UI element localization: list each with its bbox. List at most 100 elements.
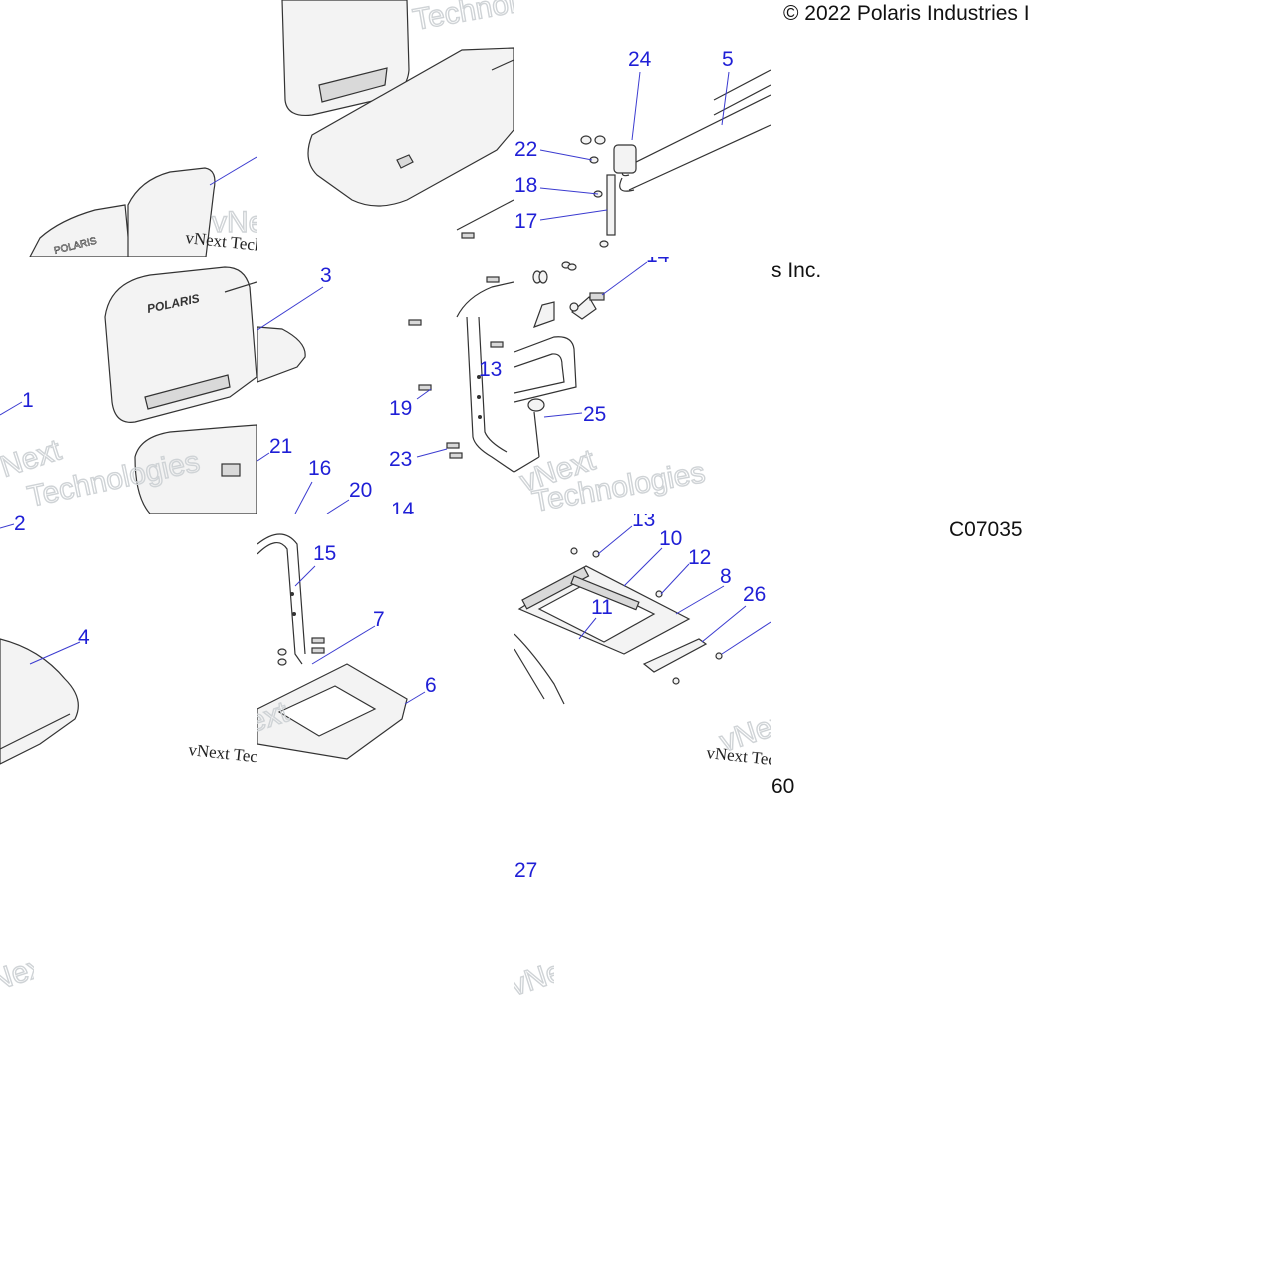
callout-7: 7 [311, 608, 385, 665]
hinge-bracket [533, 301, 555, 328]
callout-14: 14 [601, 257, 670, 296]
svg-text:25: 25 [583, 403, 606, 426]
callout-27: 27 [514, 859, 537, 882]
copyright-fragment: s Inc. [771, 259, 821, 282]
tile-slide-rail: 13 10 12 8 11 26 [514, 514, 771, 771]
slide-rail-upper [570, 575, 640, 611]
tile-seat-cushion: 4 2 vNext Technologies [0, 514, 257, 771]
watermark-vnext: vNext [0, 947, 34, 1002]
tile-right-lower: C07035 60 [771, 514, 1028, 771]
watermark-vnext: vNext [212, 206, 257, 239]
watermark-vnext: vNext [514, 947, 554, 1002]
callout-12: 12 [660, 546, 711, 595]
callout-2-lower: 2 [0, 514, 26, 535]
svg-text:1: 1 [22, 389, 34, 412]
callout-10: 10 [623, 527, 682, 587]
callout-8: 8 [675, 565, 732, 615]
tile-bracket: vNext Technologies 14 25 [514, 257, 771, 514]
mount-bracket [571, 296, 597, 320]
watermark-tech: Technologies [410, 0, 514, 37]
frame-tube-lower [619, 124, 771, 192]
callout-1: 1 [0, 389, 34, 416]
callout-20: 20 [326, 479, 372, 514]
svg-text:27: 27 [514, 859, 537, 882]
svg-text:26: 26 [743, 583, 766, 606]
callout-25: 25 [543, 403, 606, 426]
svg-text:4: 4 [78, 626, 90, 649]
callout-13: 13 [479, 358, 502, 381]
svg-text:11: 11 [591, 596, 613, 619]
seat-back-left [29, 204, 131, 257]
seat-cushion [134, 424, 257, 514]
seat-back-panel [318, 67, 388, 103]
callout-23: 23 [389, 448, 448, 471]
diagram-code: C07035 [949, 518, 1023, 541]
callout-5: 5 [721, 48, 734, 126]
callout-13-lower: 13 [597, 514, 655, 555]
callout-22: 22 [514, 138, 593, 161]
svg-text:17: 17 [514, 210, 537, 233]
callout-18: 18 [514, 174, 599, 197]
callout-11: 11 [578, 596, 613, 640]
gas-strut [606, 174, 616, 236]
svg-text:2: 2 [14, 514, 26, 535]
seat-back-right [127, 167, 216, 257]
svg-text:6: 6 [425, 674, 437, 697]
svg-text:20: 20 [349, 479, 372, 502]
base-plate-opening [277, 685, 377, 737]
callout-2: 2 [14, 512, 26, 514]
slide-plate-opening [537, 581, 656, 643]
callout-16: 16 [294, 457, 331, 514]
callout-3: 3 [257, 264, 332, 331]
svg-text:12: 12 [688, 546, 711, 569]
svg-text:15: 15 [313, 542, 336, 565]
callout-26: 26 [701, 583, 766, 643]
tile-fragment-60: 60 [771, 771, 811, 801]
svg-text:24: 24 [628, 48, 652, 71]
tile-frame-top: 24 5 22 18 17 [514, 0, 771, 257]
svg-text:7: 7 [373, 608, 385, 631]
tile-header: © 2022 Polaris Industries Inc. [771, 0, 1028, 257]
callout-19: 19 [389, 388, 432, 420]
tile-frame-mid: 3 13 19 21 23 16 20 [257, 257, 514, 514]
bolt [461, 232, 475, 239]
tile-fragment-left: vNext [0, 771, 34, 1028]
cushion-tab [221, 463, 241, 477]
callout-4: 4 [29, 626, 90, 665]
cushion-tab [396, 154, 414, 169]
watermark-vendor: vNext Technologies [188, 740, 257, 771]
svg-text:23: 23 [389, 448, 412, 471]
bracket-26 [642, 638, 708, 673]
svg-text:18: 18 [514, 174, 537, 197]
tile-right-mid: s Inc. 9 C07035 [771, 257, 1028, 514]
callout-14-left: 14 [391, 499, 415, 514]
svg-text:2: 2 [14, 512, 26, 514]
seat-cushion-edge [257, 326, 306, 383]
svg-text:19: 19 [389, 397, 412, 420]
svg-text:16: 16 [308, 457, 331, 480]
svg-text:14: 14 [391, 499, 415, 514]
svg-text:10: 10 [659, 527, 682, 550]
callout-24: 24 [628, 48, 652, 141]
tile-seat-corner: POLARIS vNext vNext Technologies [0, 0, 257, 257]
seat-back-panel [144, 374, 231, 410]
slide-rail [521, 566, 590, 610]
strut-bracket [613, 144, 637, 174]
tile-fragment-27: 27 vNext [514, 771, 554, 1028]
callout-17: 17 [514, 209, 608, 233]
tile-base-frame: 15 7 6 vNext [257, 514, 514, 771]
callout-21: 21 [257, 435, 292, 462]
callout-15: 15 [294, 542, 336, 587]
svg-text:13: 13 [632, 514, 655, 531]
frame-upright [456, 281, 514, 473]
svg-text:8: 8 [720, 565, 732, 588]
leader-line [456, 199, 514, 231]
frame-loop [514, 336, 577, 403]
slide-lever [514, 633, 565, 705]
svg-text:5: 5 [722, 48, 734, 71]
svg-text:21: 21 [269, 435, 292, 458]
svg-text:22: 22 [514, 138, 537, 161]
callout-6: 6 [404, 674, 437, 705]
upright-tube [257, 542, 303, 665]
